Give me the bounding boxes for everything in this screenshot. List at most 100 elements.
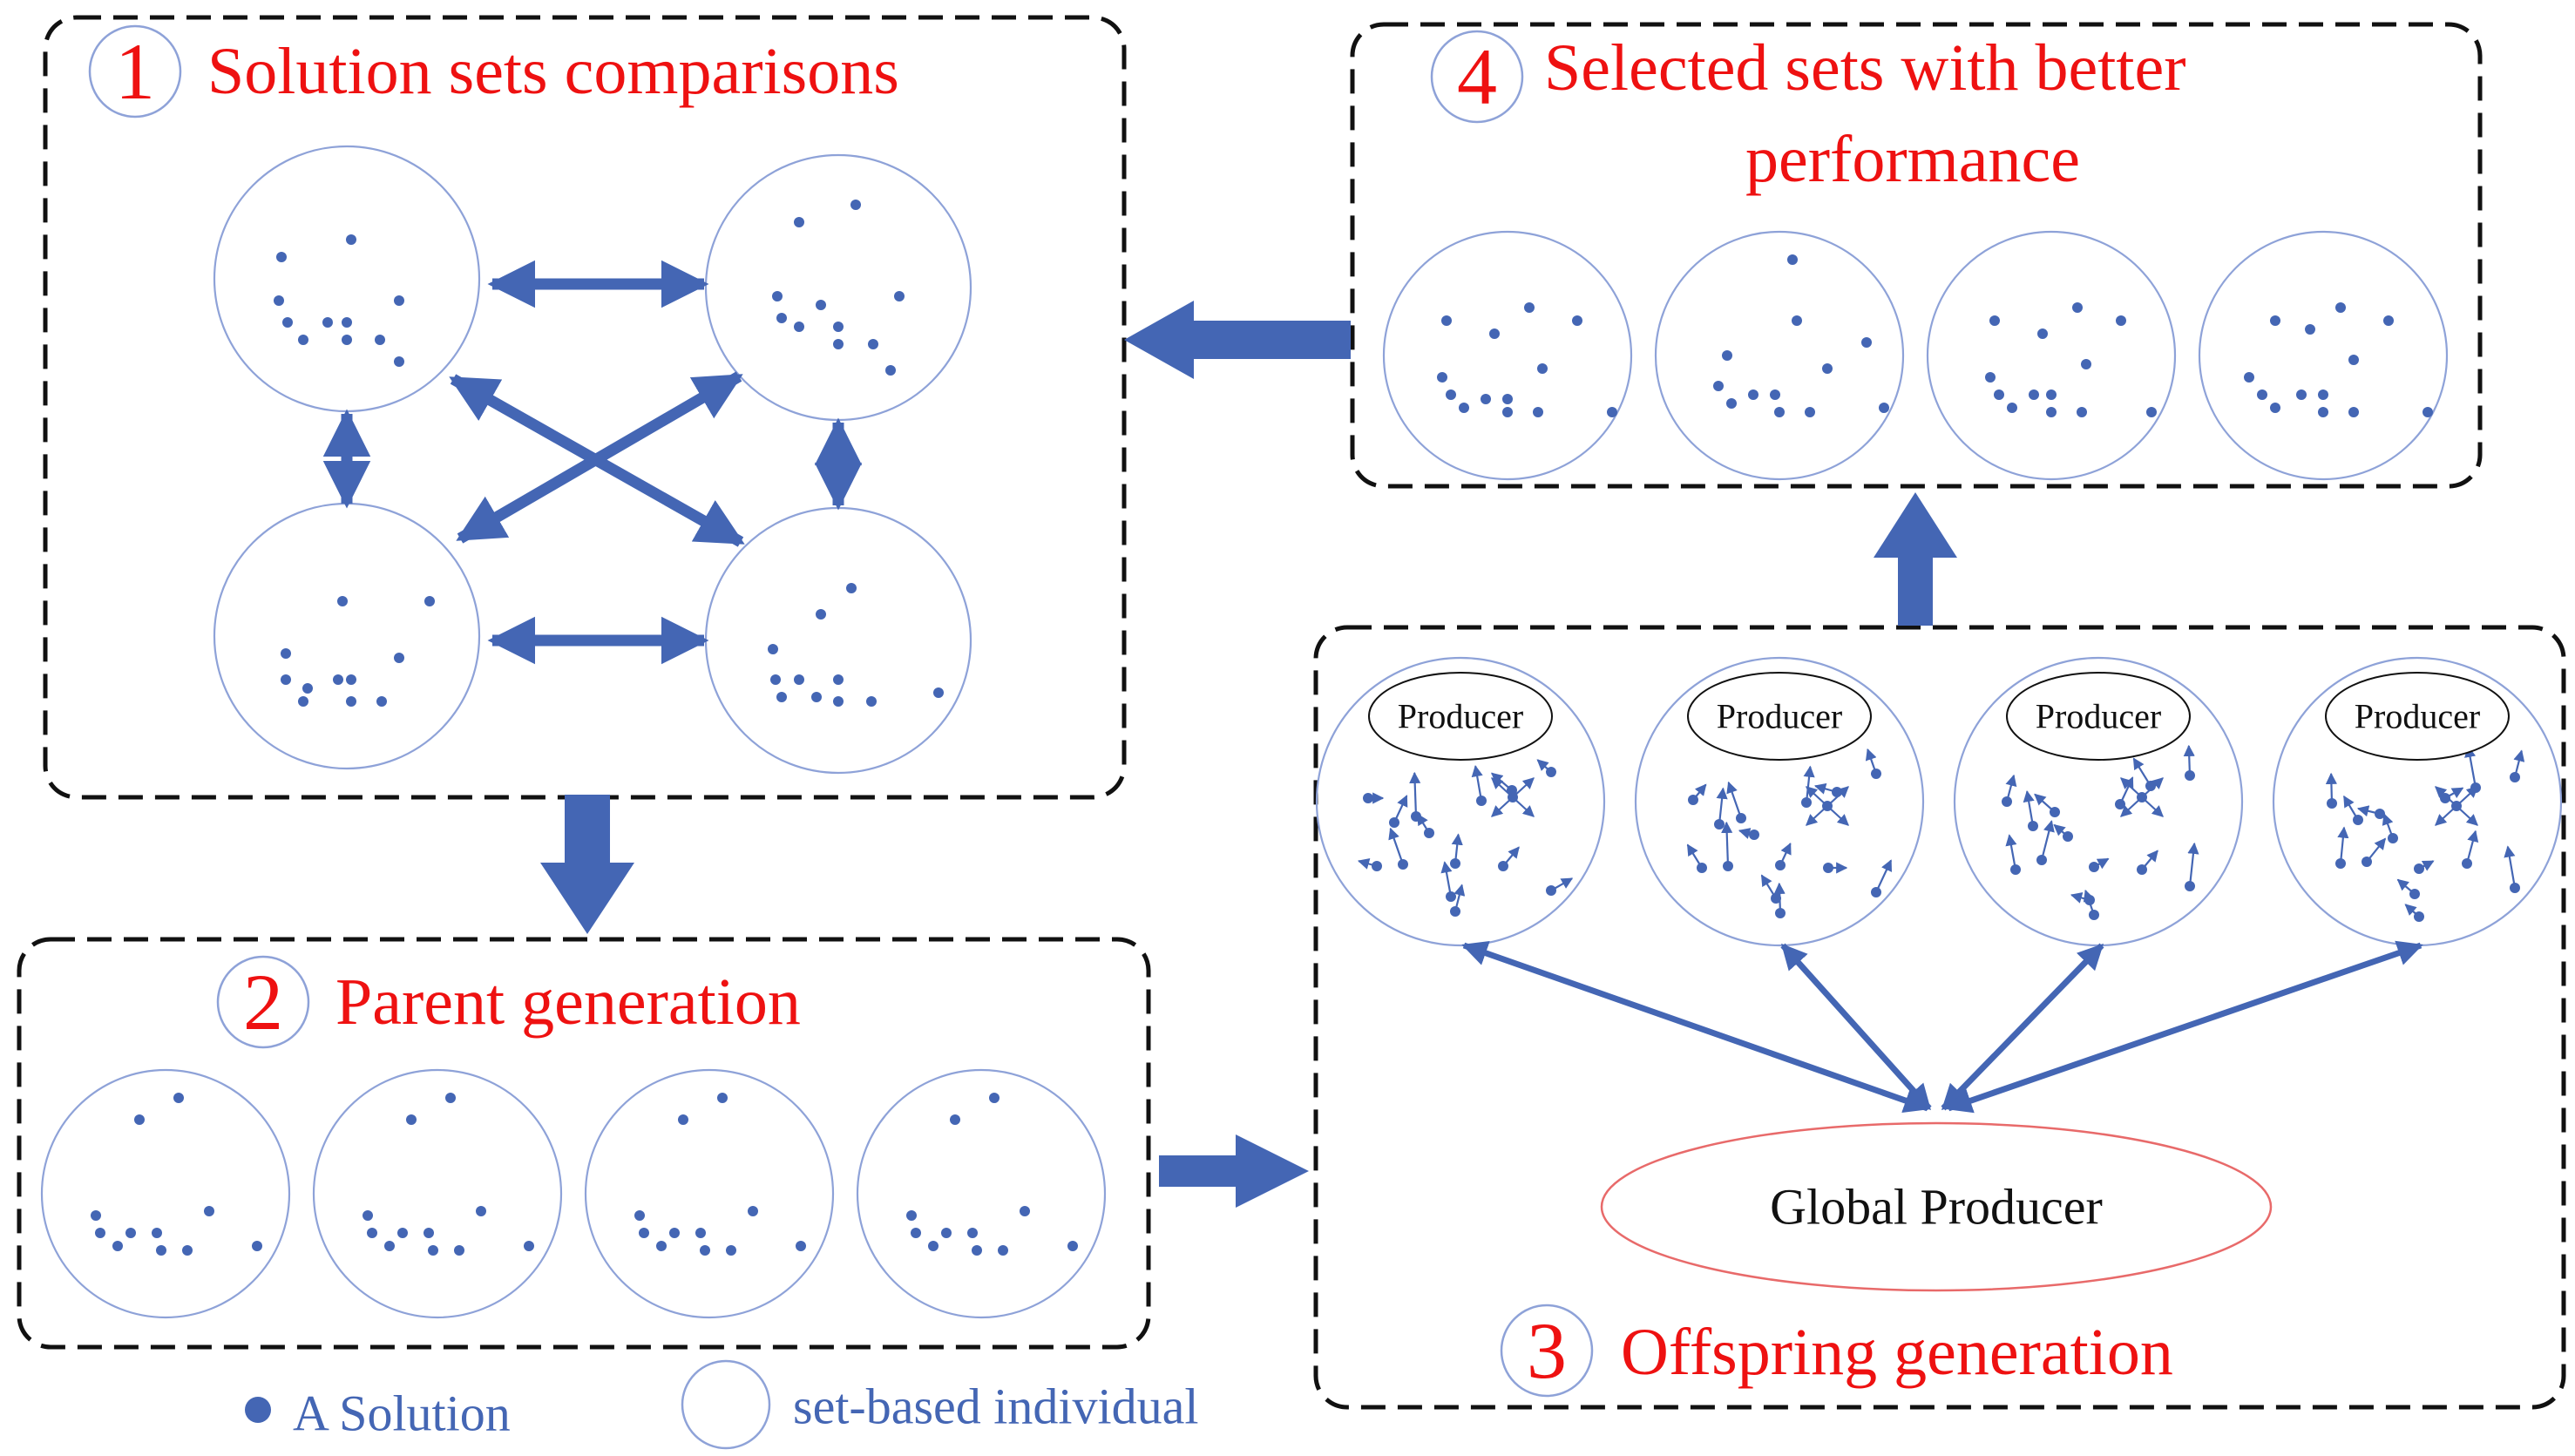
solution-dot xyxy=(2270,315,2280,326)
solution-dot xyxy=(91,1210,101,1221)
solution-dot xyxy=(776,313,787,323)
solution-dot xyxy=(833,339,844,349)
solution-dot xyxy=(298,696,308,707)
move-arrow xyxy=(2465,830,2479,864)
solution-dot xyxy=(125,1228,136,1238)
panel-4-title: 4 Selected sets with better performance xyxy=(1430,30,2186,196)
solution-dot xyxy=(1502,407,1513,417)
move-arrow xyxy=(2070,892,2090,904)
move-arrow xyxy=(1738,828,1755,839)
move-arrow xyxy=(1803,765,1815,803)
solution-dot xyxy=(204,1206,214,1216)
solution-dot xyxy=(1792,315,1802,326)
move-arrow xyxy=(1409,771,1421,817)
solution-dot xyxy=(1607,407,1617,417)
move-arrow xyxy=(2366,837,2387,863)
producer-set xyxy=(2272,656,2563,947)
individual-circle xyxy=(213,502,481,770)
solution-dot xyxy=(669,1228,680,1238)
panel-title-line: Solution sets comparisons xyxy=(207,35,899,108)
individual-circle xyxy=(704,506,972,775)
solution-dot xyxy=(1748,389,1758,400)
individual-circle xyxy=(213,145,481,413)
panel-1-box xyxy=(43,15,1127,800)
solution-dot xyxy=(2244,372,2254,383)
producer-label: Producer xyxy=(1717,697,1842,736)
solution-dot xyxy=(394,653,404,663)
move-arrow xyxy=(1471,764,1483,802)
move-arrow xyxy=(1502,846,1520,867)
solution-dot xyxy=(933,687,944,698)
move-arrow xyxy=(1726,781,1743,819)
solution-dot xyxy=(911,1228,921,1238)
move-arrow xyxy=(1512,796,1535,817)
solution-dot xyxy=(950,1114,960,1125)
solution-dot xyxy=(302,683,313,694)
move-arrow xyxy=(2132,757,2151,787)
solution-dot xyxy=(281,674,291,685)
step-number: 2 xyxy=(243,958,283,1046)
solution-dot xyxy=(1879,403,1889,413)
solution-dot xyxy=(1067,1241,1078,1251)
individual-circle xyxy=(1926,230,2177,481)
global-producer-label: Global Producer xyxy=(1770,1179,2103,1236)
solution-dot xyxy=(1770,389,1780,400)
solution-dot xyxy=(972,1245,982,1256)
solution-dot xyxy=(1726,398,1737,409)
solution-dot xyxy=(367,1228,377,1238)
individual-circle xyxy=(584,1068,835,1319)
solution-dot xyxy=(850,200,861,210)
individual-circle xyxy=(704,153,972,422)
producer-labels: Producer Producer Producer Producer xyxy=(1368,672,2510,761)
solution-dot xyxy=(2305,324,2315,335)
set-individual xyxy=(213,502,481,770)
step-number: 3 xyxy=(1527,1306,1567,1395)
solution-dot xyxy=(298,335,308,345)
solution-dot xyxy=(967,1228,978,1238)
solution-dot xyxy=(1441,315,1452,326)
solution-dot xyxy=(2296,389,2307,400)
solution-dot xyxy=(2423,407,2433,417)
move-arrow xyxy=(2023,789,2035,827)
solution-dot xyxy=(2116,315,2126,326)
move-arrow xyxy=(1536,759,1552,773)
flow-arrow-panel2-to-panel3 xyxy=(1159,1134,1309,1208)
move-arrow xyxy=(1491,777,1514,798)
move-arrow xyxy=(2040,820,2055,861)
move-arrow xyxy=(1806,805,1828,826)
solution-dot xyxy=(1533,407,1543,417)
global-producer: Global Producer xyxy=(1600,1121,2273,1292)
solution-dot xyxy=(695,1228,706,1238)
move-arrow xyxy=(1692,783,1707,801)
move-arrow xyxy=(1826,805,1849,826)
panel-1-title: 1 Solution sets comparisons xyxy=(88,24,899,119)
compare-arrow-diagonal-up xyxy=(456,371,743,544)
move-arrow xyxy=(2093,857,2110,870)
move-arrow xyxy=(1388,827,1405,865)
solution-dot xyxy=(2335,302,2346,313)
solution-dot xyxy=(2270,403,2280,413)
solution-dot xyxy=(394,295,404,306)
move-arrow xyxy=(2005,774,2017,802)
solution-dot xyxy=(2046,389,2057,400)
solution-dot xyxy=(322,317,333,328)
solution-dot xyxy=(989,1093,1000,1103)
solution-dot xyxy=(375,335,385,345)
move-arrow xyxy=(1721,821,1733,867)
solution-dot xyxy=(634,1210,645,1221)
move-arrow xyxy=(1440,861,1453,897)
set-individual xyxy=(2198,230,2449,481)
set-individual xyxy=(40,1068,291,1319)
solution-dot xyxy=(833,322,844,332)
solution-dot xyxy=(846,583,857,593)
solution-dot xyxy=(1524,302,1535,313)
solution-dot xyxy=(282,317,293,328)
move-arrow xyxy=(1865,748,1878,775)
flow-arrow-panel4-to-panel1 xyxy=(1124,301,1351,379)
move-arrow xyxy=(1550,877,1574,891)
step-number: 1 xyxy=(115,27,155,116)
move-arrow xyxy=(2435,805,2457,826)
solution-dot xyxy=(152,1228,162,1238)
solution-dot xyxy=(2072,302,2083,313)
